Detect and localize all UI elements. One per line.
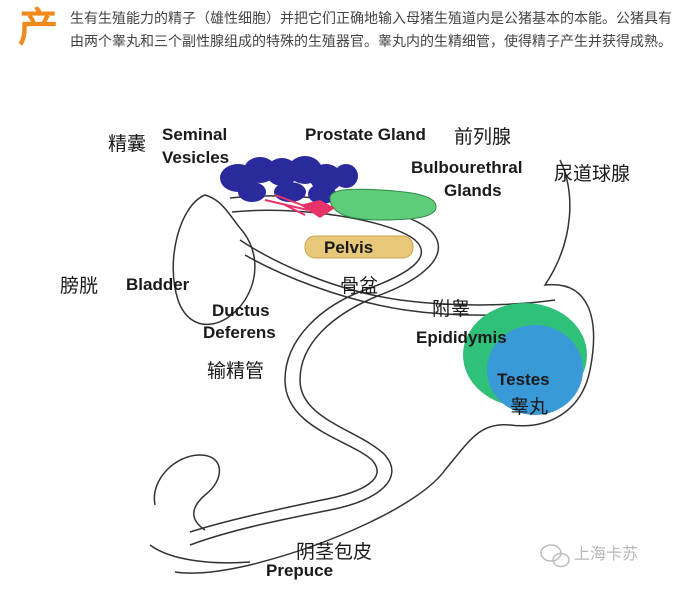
urethra-tube-inner [189, 209, 423, 533]
drop-cap: 产 [18, 5, 58, 51]
intro-paragraph: 产 生有生殖能力的精子（雄性细胞）并把它们正确地输入母猪生殖道内是公猪基本的本能… [18, 5, 678, 54]
prepuce-lower [149, 544, 251, 564]
pelvis-cn-label: 骨盆 [340, 275, 378, 297]
bulbourethral-glands-shape [329, 188, 437, 221]
prostate-gland-shape [300, 200, 335, 218]
prostate-gland-en-label: Prostate Gland [305, 125, 426, 144]
intro-text: 生有生殖能力的精子（雄性细胞）并把它们正确地输入母猪生殖道内是公猪基本的本能。公… [70, 11, 672, 50]
bladder-en-label: Bladder [126, 275, 190, 294]
pelvis-shape [304, 235, 414, 259]
bulbourethral-en-label-1: Bulbourethral [411, 158, 522, 177]
urethra-tube-outer [189, 195, 440, 546]
seminal-vesicles-en-label-1: Seminal [162, 125, 227, 144]
testes-shape [487, 325, 583, 415]
seminal-vesicles-cn-label: 精囊 [108, 133, 146, 155]
prepuce-shape [153, 454, 221, 531]
testes-en-label: Testes [497, 370, 550, 389]
ductus-deferens-path-2 [244, 254, 549, 316]
bladder-cn-label: 膀胱 [60, 275, 98, 297]
bladder-shape [172, 194, 256, 326]
seminal-vesicles-en-label-2: Vesicles [162, 148, 229, 167]
prepuce-en-label: Prepuce [266, 561, 333, 580]
prostate-gland-cn-label: 前列腺 [454, 126, 511, 148]
prostate-ducts [264, 194, 311, 216]
watermark: 上海卡苏 [540, 544, 638, 568]
bulbourethral-en-label-2: Glands [444, 181, 502, 200]
seminal-vesicles-shape [220, 156, 358, 204]
ductus-deferens-en-label-1: Ductus [212, 301, 270, 320]
watermark-text: 上海卡苏 [574, 544, 638, 563]
ductus-deferens-en-label-2: Deferens [203, 323, 276, 342]
wechat-icon [540, 544, 570, 568]
pelvis-en-label: Pelvis [324, 238, 373, 257]
body-outline [174, 159, 595, 574]
epididymis-en-label: Epididymis [416, 328, 507, 347]
testes-cn-label: 睾丸 [510, 396, 548, 418]
ductus-deferens-cn-label: 输精管 [207, 360, 264, 382]
epididymis-cn-label: 附睾 [432, 298, 470, 320]
prepuce-cn-label: 阴茎包皮 [296, 541, 372, 563]
bulbourethral-cn-label: 尿道球腺 [554, 163, 630, 185]
